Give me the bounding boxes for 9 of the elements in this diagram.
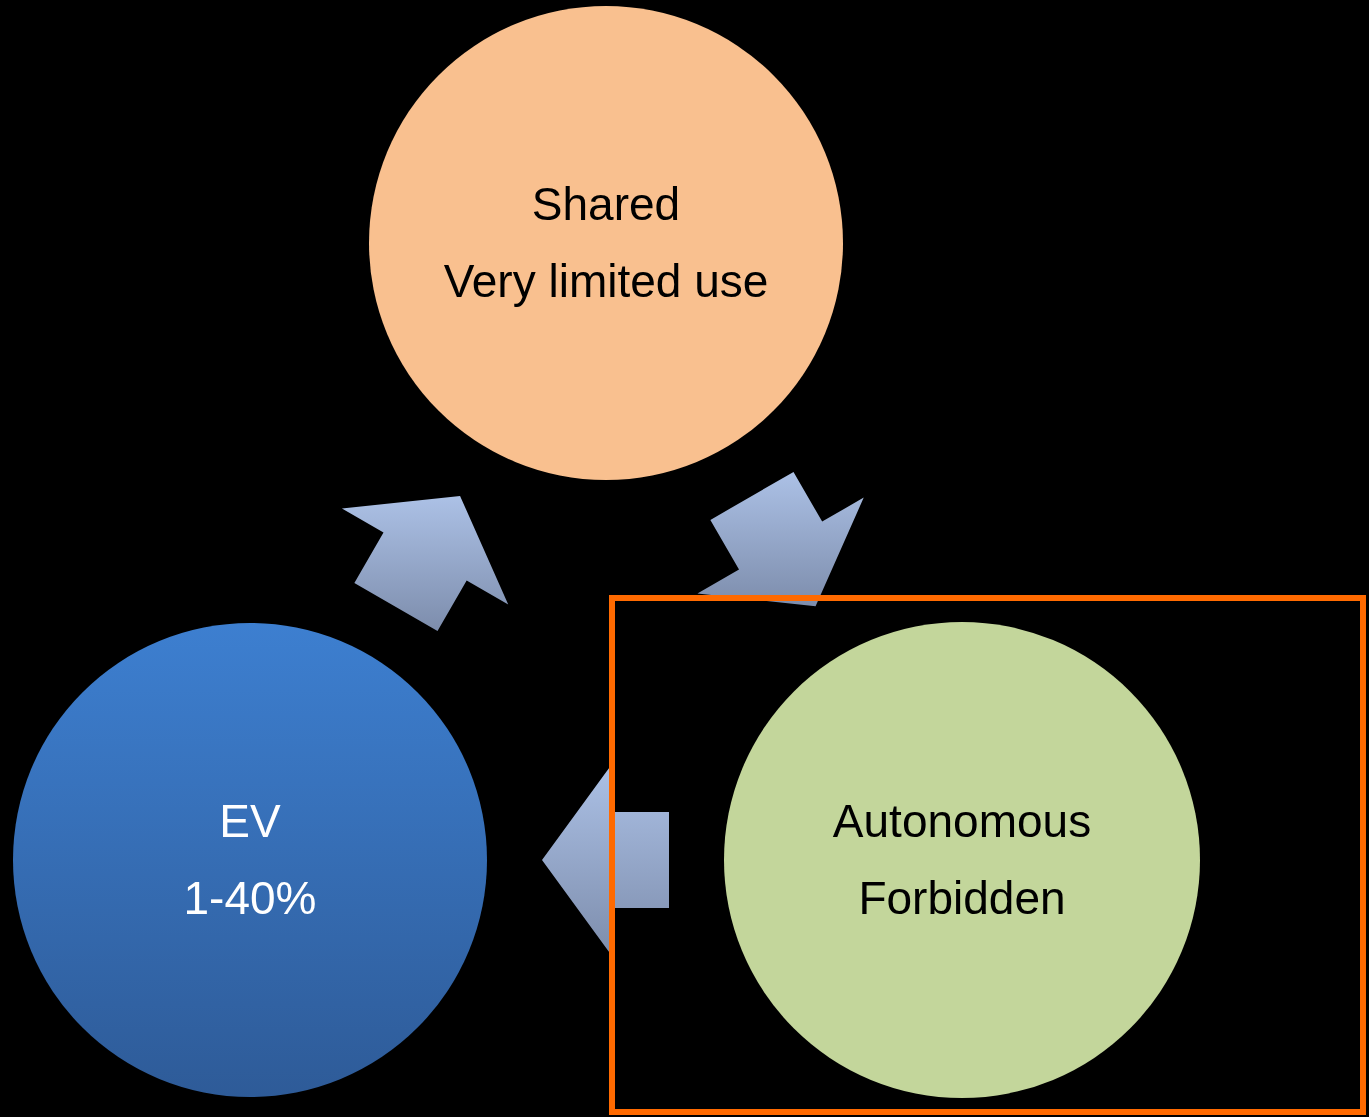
node-label: 1-40% xyxy=(183,871,317,926)
node-label: Autonomous xyxy=(832,793,1092,849)
block-arrow xyxy=(697,471,864,607)
node-label: Forbidden xyxy=(858,871,1066,926)
block-arrow xyxy=(341,495,509,632)
highlight-frame xyxy=(609,595,1366,1115)
node-label: EV xyxy=(219,793,281,849)
node-label: Shared xyxy=(531,176,681,232)
node-label: Very limited use xyxy=(443,254,769,309)
